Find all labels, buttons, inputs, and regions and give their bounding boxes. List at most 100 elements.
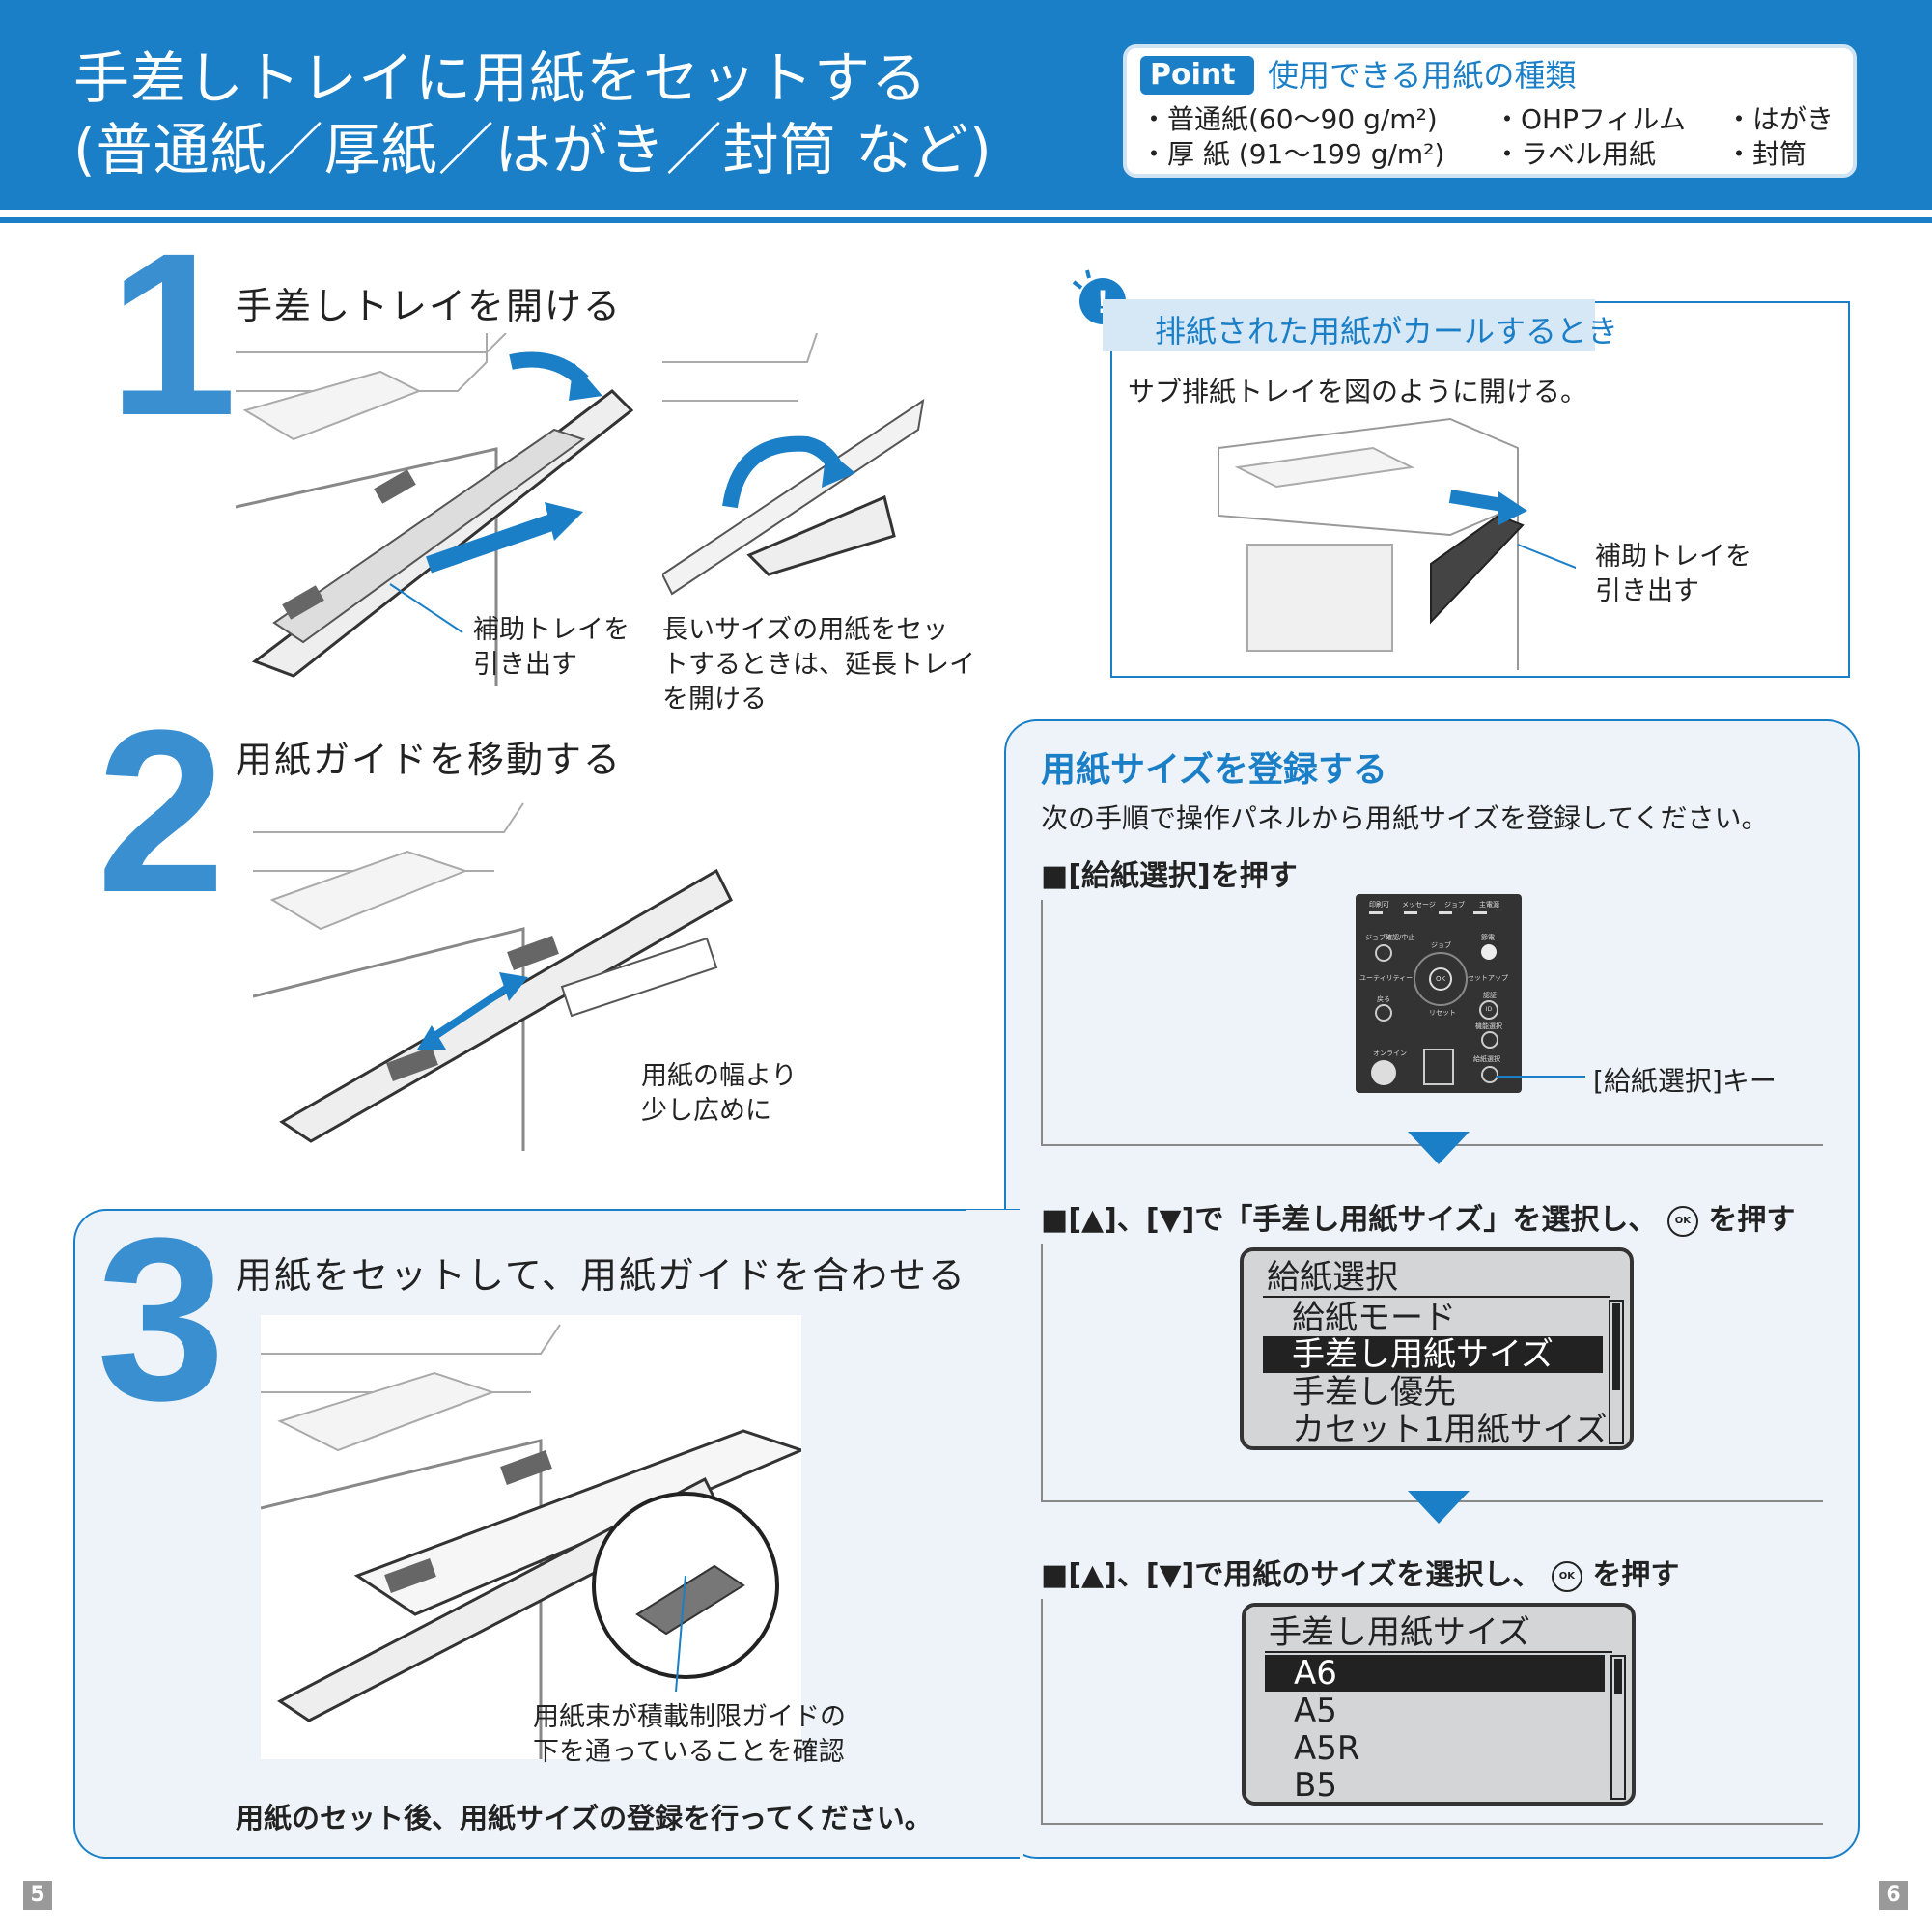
step3-caption-line2: 下を通っていることを確認 <box>533 1737 845 1767</box>
lcd2-scrollbar-thumb[interactable] <box>1614 1659 1622 1694</box>
panel-label-ready: 印刷可 <box>1369 901 1389 909</box>
step3-caption-line1: 用紙束が積載制限ガイドの <box>533 1702 846 1732</box>
size-register-step-b: ■[▲]、[▼]で「手差し用紙サイズ」を選択し、 OK を押す <box>1041 1195 1795 1238</box>
operation-panel: 印刷可 メッセージ ジョブ 主電源 ジョブ確認/中止 ジョブ 節電 OK ユーテ… <box>1356 894 1522 1093</box>
lcd2-row[interactable]: A5R <box>1294 1729 1360 1768</box>
panel-label-message: メッセージ <box>1402 901 1436 909</box>
lcd1-scrollbar[interactable] <box>1609 1300 1624 1444</box>
panel-label-reset: リセット <box>1429 1009 1456 1017</box>
step3-note: 用紙のセット後、用紙サイズの登録を行ってください。 <box>236 1802 933 1834</box>
curl-tip-caption-line1: 補助トレイを <box>1595 542 1751 572</box>
panel-label-paper-select: 給紙選択 <box>1473 1055 1500 1063</box>
page-title-line2: (普通紙／厚紙／はがき／封筒 など) <box>73 117 993 182</box>
step1-caption-a-line2: 引き出す <box>473 650 577 680</box>
lcd1-title: 給紙選択 <box>1267 1258 1398 1297</box>
point-heading: 使用できる用紙の種類 <box>1268 57 1577 94</box>
step-number-3: 3 <box>97 1190 226 1448</box>
printer-tray-open-illustration <box>236 333 641 686</box>
panel-label-job-confirm: ジョブ確認/中止 <box>1365 934 1415 941</box>
arrow-down-icon <box>1408 1491 1470 1524</box>
step-c-suffix: を押す <box>1592 1558 1680 1592</box>
point-item: ・ラベル用紙 <box>1494 138 1657 170</box>
header-divider <box>0 217 1932 223</box>
arrow-down-icon <box>1408 1132 1470 1164</box>
ok-circle-icon: OK <box>1666 1205 1698 1237</box>
point-badge: Point ▸▸ <box>1140 56 1254 130</box>
step3-title: 用紙をセットして、用紙ガイドを合わせる <box>236 1254 966 1297</box>
step2-caption-line1: 用紙の幅より <box>641 1061 798 1091</box>
power-save-button[interactable] <box>1481 944 1497 960</box>
online-button[interactable] <box>1371 1060 1396 1085</box>
point-item: ・封筒 <box>1725 138 1807 170</box>
step-b-suffix: を押す <box>1708 1203 1796 1237</box>
panel-label-auth: 認証 <box>1483 992 1497 999</box>
lcd-screen-paper-select: 給紙選択 給紙モード 手差し用紙サイズ 手差し優先 カセット1用紙サイズ <box>1240 1247 1634 1450</box>
step-number-1: 1 <box>108 205 238 463</box>
paper-tray-icon <box>1423 1049 1454 1085</box>
step-c-text: ■[▲]、[▼]で用紙のサイズを選択し、 <box>1041 1558 1542 1592</box>
lcd2-title-rule <box>1265 1651 1612 1653</box>
panel-label-online: オンライン <box>1373 1050 1407 1057</box>
point-item: ・OHPフィルム <box>1494 103 1686 135</box>
paper-select-button[interactable] <box>1481 1066 1498 1083</box>
point-item: ・普通紙(60～90 g/m²) <box>1140 103 1438 135</box>
panel-label-power: 主電源 <box>1479 901 1499 909</box>
curl-tip-caption-line2: 引き出す <box>1595 576 1699 606</box>
panel-join <box>966 1210 1023 1857</box>
page-number-left: 5 <box>23 1881 52 1910</box>
paper-guide-illustration <box>253 794 736 1151</box>
point-item: ・厚 紙 (91～199 g/m²) <box>1140 138 1445 170</box>
step1-caption-b-line3: を開ける <box>662 685 767 714</box>
lcd2-title: 手差し用紙サイズ <box>1269 1613 1530 1652</box>
ok-circle-icon: OK <box>1551 1560 1582 1592</box>
job-confirm-button[interactable] <box>1375 944 1392 962</box>
paper-select-key-caption: [給紙選択]キー <box>1593 1065 1777 1097</box>
size-register-intro: 次の手順で操作パネルから用紙サイズを登録してください。 <box>1041 802 1769 834</box>
step1-caption-b-line1: 長いサイズの用紙をセッ <box>662 615 949 645</box>
lcd1-scrollbar-thumb[interactable] <box>1612 1303 1620 1390</box>
panel-label-utility: ユーティリティー <box>1359 974 1414 982</box>
step1-caption-a-line1: 補助トレイを <box>473 615 630 645</box>
curl-tip-body: サブ排紙トレイを図のように開ける。 <box>1128 376 1588 407</box>
step2-title: 用紙ガイドを移動する <box>236 739 623 781</box>
point-item: ・はがき <box>1725 103 1834 135</box>
size-register-step-a: ■[給紙選択]を押す <box>1041 859 1298 893</box>
key-leader-line <box>1497 1076 1585 1078</box>
size-register-step-c: ■[▲]、[▼]で用紙のサイズを選択し、 OK を押す <box>1041 1551 1679 1593</box>
curl-tip-heading: 排紙された用紙がカールするとき <box>1155 313 1619 350</box>
step1-caption-b-line2: トするときは、延長トレイ <box>662 650 975 680</box>
lcd1-row-selected[interactable]: 手差し用紙サイズ <box>1263 1336 1603 1373</box>
extension-tray-illustration <box>662 333 933 603</box>
paper-set-illustration <box>261 1315 801 1759</box>
lcd1-row[interactable]: 手差し優先 <box>1292 1373 1456 1412</box>
lcd2-row-selected[interactable]: A6 <box>1265 1655 1605 1692</box>
step-b-text: ■[▲]、[▼]で「手差し用紙サイズ」を選択し、 <box>1041 1203 1658 1237</box>
step2-caption-line2: 少し広めに <box>641 1096 771 1126</box>
panel-label-setup: セットアップ <box>1468 974 1508 982</box>
lcd1-row[interactable]: 給紙モード <box>1292 1299 1456 1337</box>
navigation-ring[interactable] <box>1414 952 1468 1006</box>
ok-button[interactable]: OK <box>1429 967 1452 991</box>
lcd2-row[interactable]: A5 <box>1294 1692 1337 1730</box>
lcd1-title-rule <box>1263 1296 1610 1298</box>
function-button[interactable] <box>1481 1031 1498 1049</box>
panel-label-back: 戻る <box>1377 995 1390 1003</box>
lcd1-row[interactable]: カセット1用紙サイズ <box>1292 1411 1608 1449</box>
step1-title: 手差しトレイを開ける <box>236 285 623 327</box>
point-box: Point ▸▸ 使用できる用紙の種類 ・普通紙(60～90 g/m²) ・OH… <box>1123 44 1857 178</box>
sub-output-tray-illustration <box>1209 409 1576 670</box>
lcd2-row[interactable]: B5 <box>1294 1766 1337 1805</box>
panel-label-job: ジョブ <box>1444 901 1465 909</box>
curl-tip-heading-bg <box>1103 299 1595 351</box>
id-button[interactable]: ID <box>1479 1000 1498 1020</box>
page-number-right: 6 <box>1879 1881 1908 1910</box>
lcd2-frame <box>1041 1599 1823 1825</box>
panel-indicator-lamps <box>1369 911 1508 914</box>
lcd2-scrollbar[interactable] <box>1610 1655 1626 1800</box>
back-button[interactable] <box>1375 1004 1392 1022</box>
page-title-line1: 手差しトレイに用紙をセットする <box>73 45 929 111</box>
panel-label-power-save: 節電 <box>1481 934 1495 941</box>
lcd-screen-manual-size: 手差し用紙サイズ A6 A5 A5R B5 <box>1242 1603 1636 1806</box>
panel-label-function: 機能選択 <box>1475 1022 1502 1030</box>
panel-label-job2: ジョブ <box>1431 941 1451 949</box>
